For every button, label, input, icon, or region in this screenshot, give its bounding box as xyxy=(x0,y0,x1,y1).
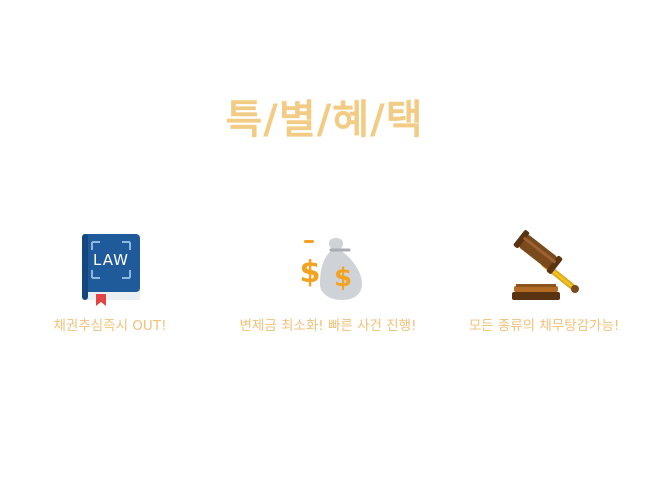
gavel-icon xyxy=(504,228,584,308)
benefit-label: 채권추심즉시 OUT! xyxy=(53,318,167,334)
benefit-label: 모든 종류의 채무탕감가능! xyxy=(468,318,620,334)
dollar-sign-bag: $ xyxy=(334,263,352,293)
benefit-label: 변제금 최소화! 빠른 사건 진행! xyxy=(239,318,417,334)
page-title: 특/별/혜/택 xyxy=(225,97,424,143)
law-book-text: LAW xyxy=(93,251,129,269)
benefit-item-minimize-payment: $ $ 변제금 최소화! 빠른 사건 진행! xyxy=(228,228,428,336)
money-bag-icon: $ $ xyxy=(288,228,368,308)
dollar-sign-front: $ xyxy=(300,255,321,290)
benefit-item-debt-collection: LAW 채권추심즉시 OUT! xyxy=(10,228,210,336)
benefit-item-debt-relief: 모든 종류의 채무탕감가능! xyxy=(444,228,644,336)
law-book-icon: LAW xyxy=(70,228,150,308)
